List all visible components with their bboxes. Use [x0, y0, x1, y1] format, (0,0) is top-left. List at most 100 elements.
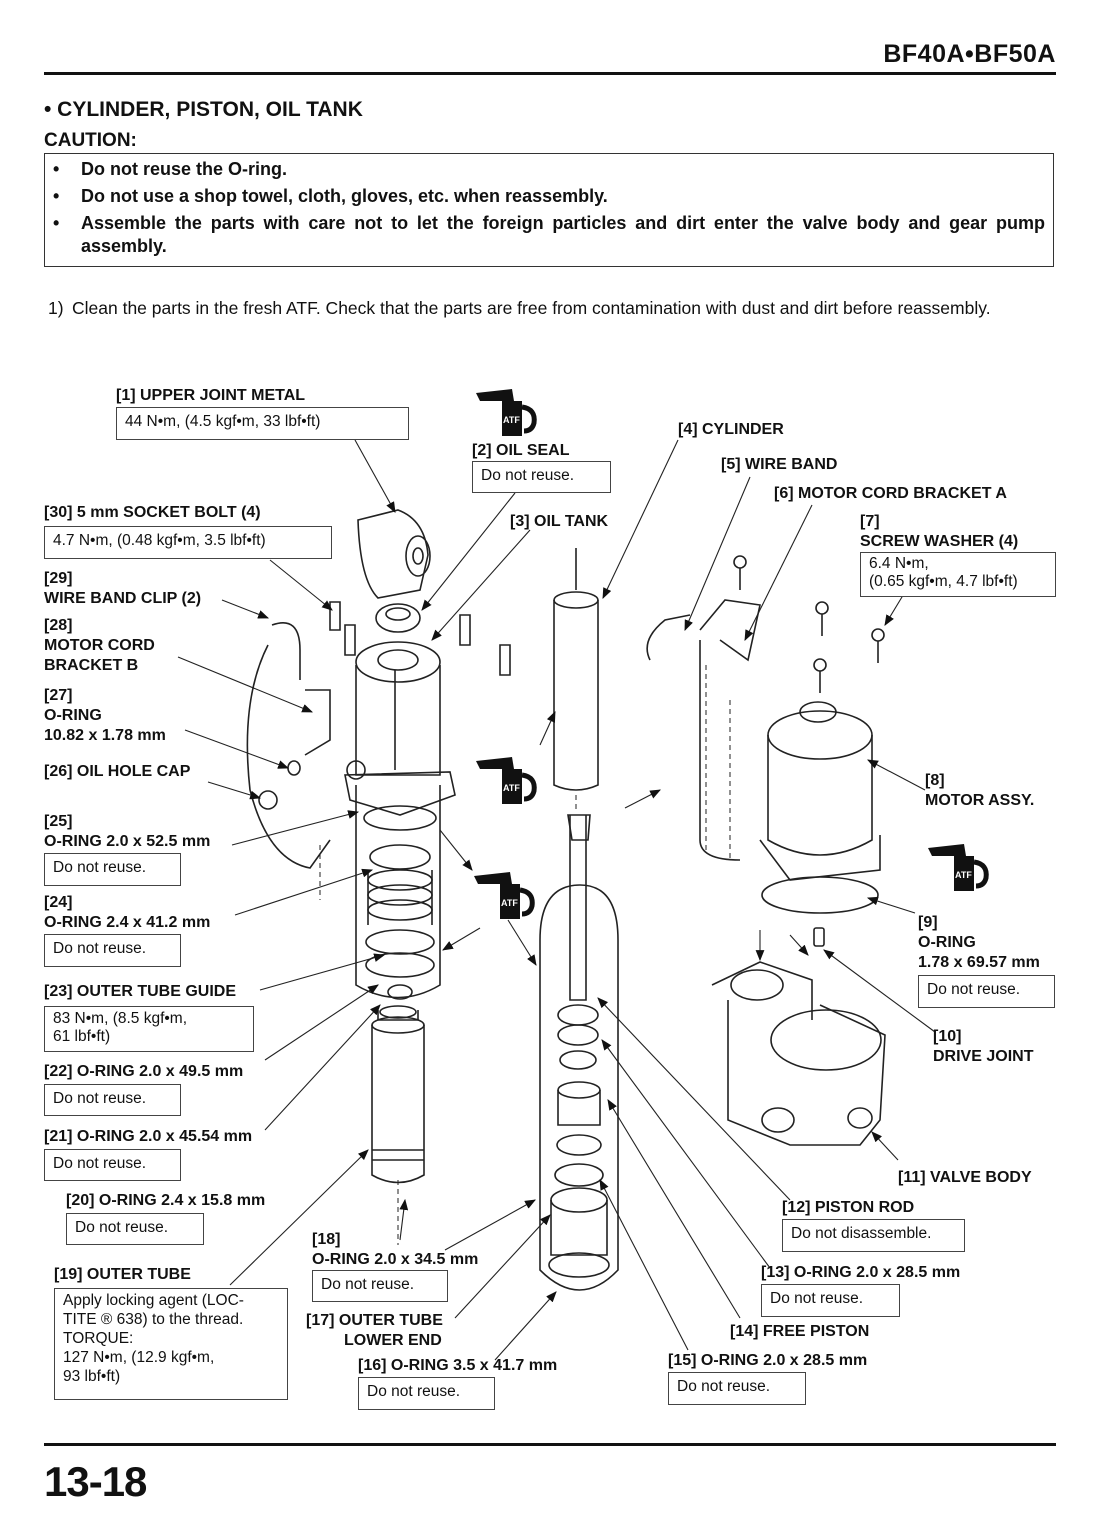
label-outer-tube: [19] OUTER TUBE — [54, 1266, 191, 1283]
label-o-ring-13: [13] O-RING 2.0 x 28.5 mm — [761, 1264, 961, 1281]
label-outer-tube-guide: [23] OUTER TUBE GUIDE — [44, 983, 237, 1000]
label-o-ring-9-num: [9] — [918, 914, 938, 931]
step-text: Clean the parts in the fresh ATF. Check … — [72, 298, 991, 318]
label-o-ring-25: O-RING 2.0 x 52.5 mm — [44, 833, 211, 850]
note-piston-rod: Do not disassemble. — [782, 1219, 965, 1252]
label-o-ring-27: O-RING — [44, 707, 102, 724]
note-o-ring-22: Do not reuse. — [44, 1084, 181, 1116]
note-screw-washer-torque: 6.4 N•m, (0.65 kgf•m, 4.7 lbf•ft) — [860, 552, 1056, 597]
note-line: 93 lbf•ft) — [63, 1368, 121, 1385]
caution-title: CAUTION: — [44, 130, 137, 151]
label-wire-band-clip-num: [29] — [44, 570, 73, 587]
note-line: Apply locking agent (LOC- — [63, 1292, 244, 1309]
note-line: TITE ® 638) to the thread. — [63, 1311, 244, 1328]
label-o-ring-25-num: [25] — [44, 813, 73, 830]
atf-icon-label: ATF — [955, 870, 972, 880]
label-o-ring-22: [22] O-RING 2.0 x 49.5 mm — [44, 1063, 244, 1080]
note-o-ring-13: Do not reuse. — [761, 1284, 900, 1317]
note-line: 127 N•m, (12.9 kgf•m, — [63, 1349, 215, 1366]
motor-cord — [246, 644, 331, 869]
note-socket-bolt-torque: 4.7 N•m, (0.48 kgf•m, 3.5 lbf•ft) — [44, 526, 332, 559]
outer-tube — [371, 1005, 425, 1184]
upper-joint-metal — [357, 509, 431, 599]
cylinder-body — [344, 641, 456, 816]
label-o-ring-16: [16] O-RING 3.5 x 41.7 mm — [358, 1357, 558, 1374]
label-o-ring-27-num: [27] — [44, 687, 73, 704]
label-o-ring-9-size: 1.78 x 69.57 mm — [918, 954, 1040, 971]
label-motor-cord-bracket-b-2: BRACKET B — [44, 657, 139, 674]
note-o-ring-25: Do not reuse. — [44, 853, 181, 886]
label-o-ring-27-size: 10.82 x 1.78 mm — [44, 727, 166, 744]
caution-item: Do not use a shop towel, cloth, gloves, … — [45, 185, 1053, 208]
note-o-ring-20: Do not reuse. — [66, 1213, 204, 1245]
step-number: 1) — [48, 298, 64, 318]
label-outer-tube-lower-end: [17] OUTER TUBE — [306, 1312, 443, 1329]
label-piston-rod: [12] PISTON ROD — [782, 1199, 915, 1216]
label-motor-cord-bracket-a: [6] MOTOR CORD BRACKET A — [774, 485, 1007, 502]
label-motor-assy-num: [8] — [925, 772, 945, 789]
motor-cord-bracket-b — [304, 689, 331, 756]
label-o-ring-18: O-RING 2.0 x 34.5 mm — [312, 1251, 479, 1268]
socket-bolts — [329, 601, 511, 676]
label-drive-joint: DRIVE JOINT — [933, 1048, 1034, 1065]
valve-body — [711, 961, 886, 1146]
note-o-ring-16: Do not reuse. — [358, 1377, 495, 1410]
oil-tank — [553, 591, 599, 791]
footer-rule — [44, 1443, 1056, 1446]
page-number: 13-18 — [44, 1458, 147, 1505]
atf-oil-can-icon: ATF — [470, 866, 540, 931]
atf-oil-can-icon: ATF — [472, 751, 542, 816]
note-o-ring-21: Do not reuse. — [44, 1149, 181, 1181]
label-outer-tube-lower-end-2: LOWER END — [344, 1332, 442, 1349]
caution-box: Do not reuse the O-ring. Do not use a sh… — [44, 153, 1054, 267]
label-o-ring-18-num: [18] — [312, 1231, 341, 1248]
label-upper-joint-metal: [1] UPPER JOINT METAL — [116, 387, 306, 404]
label-motor-cord-bracket-b: MOTOR CORD — [44, 637, 155, 654]
torque-line: 61 lbf•ft) — [53, 1028, 111, 1045]
label-o-ring-15: [15] O-RING 2.0 x 28.5 mm — [668, 1352, 868, 1369]
atf-icon-label: ATF — [503, 415, 520, 425]
label-valve-body: [11] VALVE BODY — [898, 1169, 1032, 1186]
torque-line: (0.65 kgf•m, 4.7 lbf•ft) — [869, 573, 1018, 590]
atf-icon-label: ATF — [503, 783, 520, 793]
label-socket-bolt: [30] 5 mm SOCKET BOLT (4) — [44, 504, 261, 521]
oil-hole-cap — [258, 790, 278, 810]
label-motor-assy: MOTOR ASSY. — [925, 792, 1035, 809]
section-title: • CYLINDER, PISTON, OIL TANK — [44, 98, 363, 121]
label-o-ring-9: O-RING — [918, 934, 976, 951]
torque-line: 6.4 N•m, — [869, 555, 929, 572]
label-wire-band: [5] WIRE BAND — [721, 456, 838, 473]
motor-assy — [759, 701, 881, 914]
tube-outline — [355, 785, 441, 999]
label-oil-seal: [2] OIL SEAL — [472, 442, 570, 459]
label-oil-hole-cap: [26] OIL HOLE CAP — [44, 763, 191, 780]
model-header: BF40A•BF50A — [883, 40, 1056, 68]
atf-oil-can-icon: ATF — [924, 838, 994, 903]
note-o-ring-24: Do not reuse. — [44, 934, 181, 967]
note-o-ring-9: Do not reuse. — [918, 975, 1055, 1008]
label-screw-washer-num: [7] — [860, 513, 880, 530]
atf-icon-label: ATF — [501, 898, 518, 908]
step-1: 1) Clean the parts in the fresh ATF. Che… — [48, 297, 1056, 320]
atf-oil-can-icon: ATF — [472, 383, 542, 448]
oil-seal — [375, 603, 421, 633]
piston-rod-assembly — [539, 814, 619, 1291]
label-drive-joint-num: [10] — [933, 1028, 962, 1045]
note-o-ring-18: Do not reuse. — [312, 1270, 448, 1302]
note-upper-joint-torque: 44 N•m, (4.5 kgf•m, 33 lbf•ft) — [116, 407, 409, 440]
label-wire-band-clip: WIRE BAND CLIP (2) — [44, 590, 202, 607]
note-outer-tube: Apply locking agent (LOC- TITE ® 638) to… — [54, 1288, 288, 1400]
header-rule — [44, 72, 1056, 75]
label-o-ring-24-num: [24] — [44, 894, 73, 911]
label-cylinder: [4] CYLINDER — [678, 421, 784, 438]
label-oil-tank: [3] OIL TANK — [510, 513, 609, 530]
caution-item: Do not reuse the O-ring. — [45, 158, 1053, 181]
motor-cord-bracket-a — [699, 599, 761, 662]
label-motor-cord-bracket-b-num: [28] — [44, 617, 73, 634]
note-line: TORQUE: — [63, 1330, 134, 1347]
label-free-piston: [14] FREE PISTON — [730, 1323, 870, 1340]
label-o-ring-21: [21] O-RING 2.0 x 45.54 mm — [44, 1128, 253, 1145]
label-screw-washer: SCREW WASHER (4) — [860, 533, 1019, 550]
screw-washers — [733, 555, 885, 693]
